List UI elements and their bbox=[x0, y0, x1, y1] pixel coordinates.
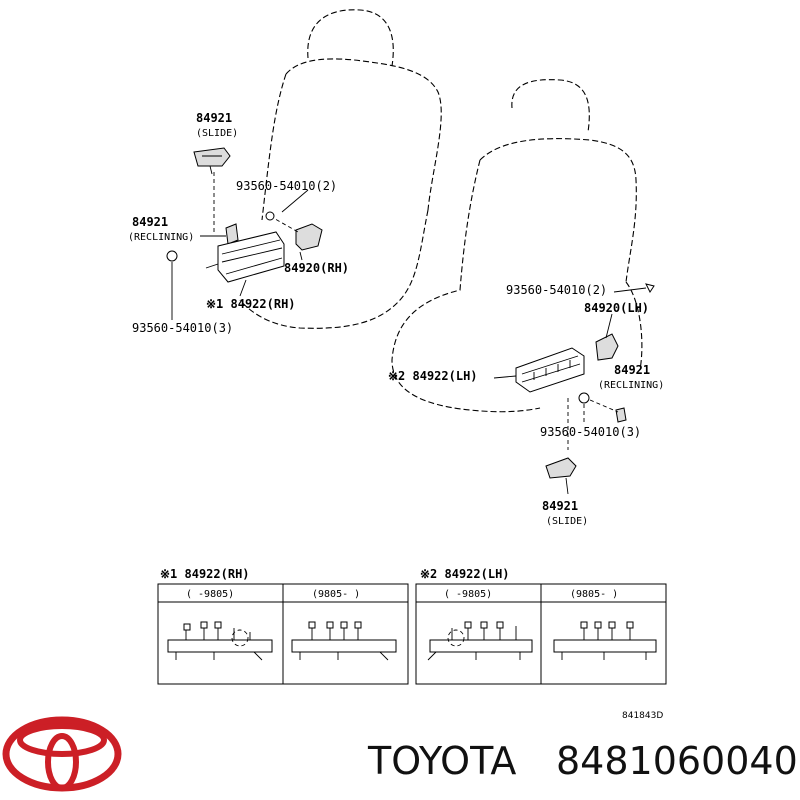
variant-rh-col1: ( -9805) bbox=[186, 589, 234, 600]
label-bolt-lh-top: 93560-54010(2) bbox=[506, 283, 607, 297]
switch-sketch-lh-1 bbox=[427, 621, 533, 661]
lh-switch-assembly bbox=[493, 347, 585, 393]
label-84920-rh: 84920(RH) bbox=[284, 261, 349, 275]
variant-table-rh: ※1 84922(RH) ( -9805) (9805- ) bbox=[157, 567, 409, 685]
label-84921-recl-lh: 84921 bbox=[614, 363, 650, 377]
label-slide-lh: (SLIDE) bbox=[546, 516, 588, 527]
switch-sketch-rh-1 bbox=[167, 621, 273, 661]
label-bolt-rh-top: 93560-54010(2) bbox=[236, 179, 337, 193]
variant-title-rh: ※1 84922(RH) bbox=[160, 567, 250, 581]
variant-lh-col1: ( -9805) bbox=[444, 589, 492, 600]
label-recl-lh: (RECLINING) bbox=[598, 380, 664, 391]
part-number: 8481060040 bbox=[556, 739, 798, 783]
variant-title-lh: ※2 84922(LH) bbox=[420, 567, 510, 581]
rh-bolt-bottom bbox=[166, 250, 178, 320]
label-84922-rh: ※1 84922(RH) bbox=[206, 297, 296, 311]
toyota-logo-icon bbox=[2, 716, 122, 792]
label-bolt-rh-bottom: 93560-54010(3) bbox=[132, 321, 233, 335]
label-84921-recl-rh: 84921 bbox=[132, 215, 168, 229]
lh-seat-outline bbox=[391, 79, 643, 413]
switch-sketch-rh-2 bbox=[291, 621, 397, 661]
label-84922-lh: ※2 84922(LH) bbox=[388, 369, 478, 383]
switch-sketch-lh-2 bbox=[553, 621, 657, 660]
rh-bolt-top bbox=[265, 211, 275, 221]
rh-seat-outline bbox=[239, 9, 442, 329]
drawing-code: 841843D bbox=[622, 711, 663, 721]
variant-rh-col2: (9805- ) bbox=[312, 589, 360, 600]
rh-recline-knob bbox=[225, 223, 239, 245]
lh-recline-knob bbox=[589, 399, 627, 423]
rh-switch-assembly bbox=[205, 231, 285, 283]
label-bolt-lh-bottom: 93560-54010(3) bbox=[540, 425, 641, 439]
lh-cover bbox=[595, 313, 619, 361]
lh-bolt-top bbox=[613, 283, 655, 293]
rh-cover bbox=[269, 215, 323, 251]
label-slide-rh: (SLIDE) bbox=[196, 128, 238, 139]
label-84921-slide-lh: 84921 bbox=[542, 499, 578, 513]
brand-name: TOYOTA bbox=[367, 739, 516, 783]
rh-slide-handle bbox=[193, 147, 231, 234]
variant-table-lh: ※2 84922(LH) ( -9805) (9805- ) bbox=[415, 567, 667, 685]
label-84920-lh: 84920(LH) bbox=[584, 301, 649, 315]
lh-slide-handle bbox=[545, 457, 577, 495]
lh-bolt-bottom bbox=[567, 392, 590, 450]
label-84921-slide-rh: 84921 bbox=[196, 111, 232, 125]
variant-lh-col2: (9805- ) bbox=[570, 589, 618, 600]
label-recl-rh: (RECLINING) bbox=[128, 232, 194, 243]
